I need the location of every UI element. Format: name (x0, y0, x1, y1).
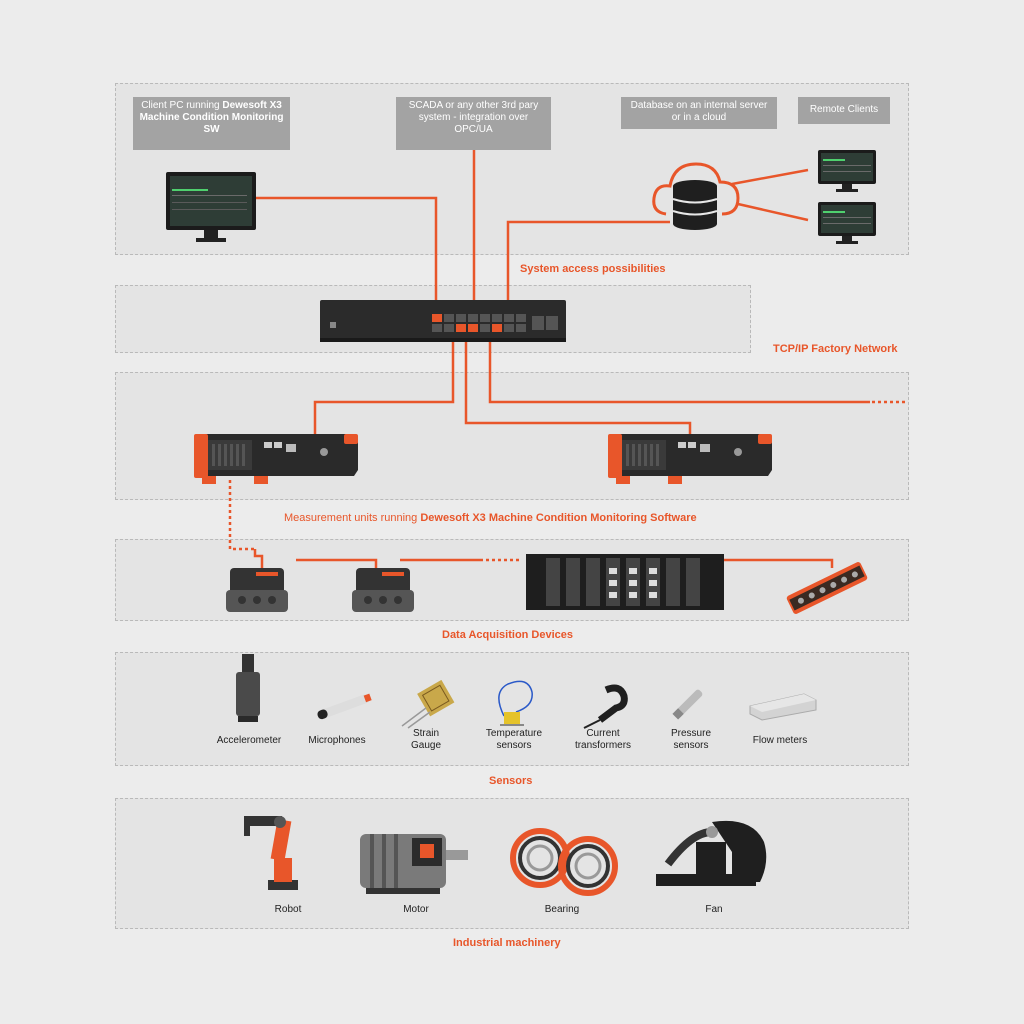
system-access-label: System access possibilities (520, 263, 666, 275)
temperature-sensor-icon (498, 680, 533, 726)
daq-module-icon (352, 568, 414, 612)
mu-to-daq-dotted (228, 480, 255, 551)
sensor-caption-line1: Microphones (308, 735, 366, 746)
machinery-caption-robot: Robot (274, 904, 302, 915)
measurement-unit-1-wire (313, 330, 455, 436)
sensor-caption-line1: Pressure (670, 728, 711, 739)
strain-gauge-icon (401, 680, 455, 729)
sensors-label: Sensors (489, 775, 533, 787)
client-pc-wire (255, 196, 438, 322)
accelerometer-icon (236, 654, 260, 722)
sensor-caption-line2: sensors (673, 740, 709, 751)
sensor-caption-line2: Gauge (410, 740, 442, 751)
robot-icon (244, 816, 298, 890)
bearing-icon (510, 828, 618, 896)
fan-icon (656, 820, 767, 886)
database-text: Database on an internal server or in a c… (630, 100, 768, 123)
sensor-caption-line1: Accelerometer (216, 735, 282, 746)
measurement-unit-icon (194, 434, 358, 484)
flow-meter-icon (749, 693, 817, 721)
network-switch-icon (320, 300, 566, 342)
daq-4-wire (720, 558, 834, 568)
sensor-caption-line2: transformers (574, 740, 632, 751)
machinery-caption-motor: Motor (403, 904, 429, 915)
sensor-caption-line1: Temperature (485, 728, 543, 739)
microphone-icon (317, 693, 372, 720)
network-extension-wire (488, 330, 870, 404)
measurement-units-label: Measurement units running Dewesoft X3 Ma… (284, 512, 697, 524)
database-box: Database on an internal server or in a c… (621, 97, 777, 129)
current-transformer-icon (583, 684, 628, 729)
remote-client-wire-2 (737, 202, 809, 222)
remote-client-wire-1 (731, 168, 809, 186)
pressure-sensor-icon (672, 689, 703, 720)
rack-daq-icon (526, 554, 724, 610)
sensor-caption-line2: sensors (496, 740, 532, 751)
sensor-caption-temperature: Temperature sensors (474, 728, 554, 752)
sensor-caption-strain-gauge: Strain Gauge (386, 728, 466, 752)
measurement-label-prefix: Measurement units running (284, 512, 421, 524)
database-wire (506, 220, 670, 322)
measurement-unit-icon (608, 434, 772, 484)
measurement-unit-2-wire (464, 330, 692, 436)
remote-client-monitor-icon (818, 202, 876, 244)
measurement-label-bold: Dewesoft X3 Machine Condition Monitoring… (420, 512, 697, 524)
bar-daq-icon (786, 562, 868, 614)
machinery-label: Industrial machinery (453, 937, 561, 949)
remote-clients-text: Remote Clients (809, 104, 879, 115)
daq-module-icon (226, 568, 288, 612)
sensor-caption-line1: Strain (412, 728, 440, 739)
client-pc-box: Client PC running Dewesoft X3 Machine Co… (133, 97, 290, 150)
motor-icon (360, 834, 468, 894)
client-pc-text: Client PC running (141, 100, 223, 111)
sensor-caption-line1: Flow meters (752, 735, 808, 746)
sensor-caption-flow-meters: Flow meters (740, 735, 820, 747)
remote-client-monitor-icon (818, 150, 876, 192)
machinery-caption-bearing: Bearing (544, 904, 580, 915)
scada-box: SCADA or any other 3rd pary system - int… (396, 97, 551, 150)
scada-text: SCADA or any other 3rd pary system - int… (408, 100, 539, 135)
cloud-database-icon (652, 162, 740, 230)
remote-clients-box: Remote Clients (798, 97, 890, 124)
sensor-caption-line1: Current (586, 728, 620, 739)
sensor-caption-accelerometer: Accelerometer (209, 735, 289, 747)
daq-label: Data Acquisition Devices (442, 629, 574, 641)
sensor-caption-current: Current transformers (563, 728, 643, 752)
client-pc-monitor-icon (166, 172, 256, 242)
factory-network-label: TCP/IP Factory Network (773, 343, 898, 355)
client-pc-bold-text: Dewesoft X3 Machine Condition Monitoring… (139, 100, 284, 135)
machinery-caption-fan: Fan (705, 904, 723, 915)
daq-1-wire (253, 549, 264, 568)
sensor-caption-pressure: Pressure sensors (651, 728, 731, 752)
sensor-caption-microphones: Microphones (297, 735, 377, 747)
